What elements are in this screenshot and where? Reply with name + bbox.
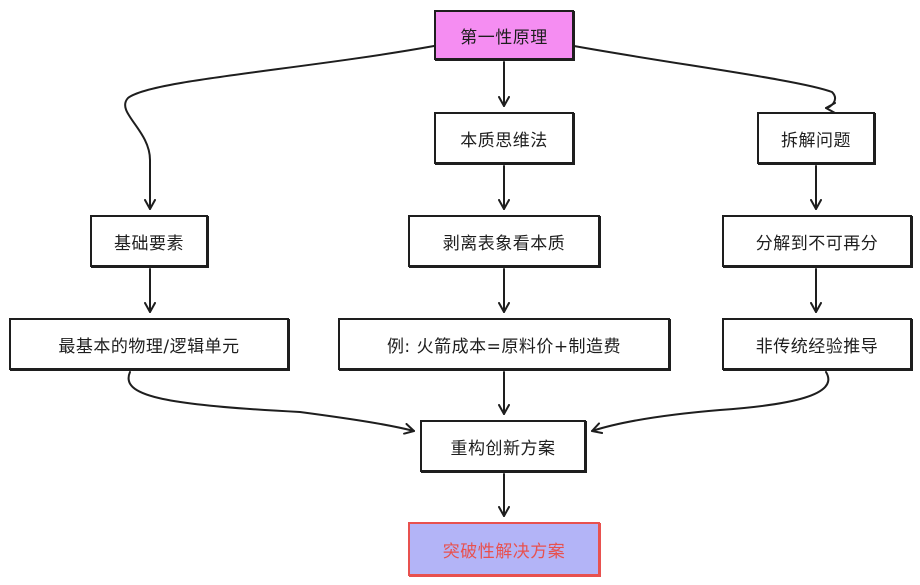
arrow-root-to-decompose-problem <box>573 45 837 114</box>
node-label: 拆解问题 <box>781 130 851 151</box>
node-label: 第一性原理 <box>460 27 548 48</box>
node-first-principles: 第一性原理 <box>434 10 574 60</box>
node-label: 分解到不可再分 <box>755 233 879 254</box>
node-basic-units: 最基本的物理/逻辑单元 <box>9 318 289 370</box>
arrow-root-to-basic-elements <box>124 45 435 210</box>
node-label: 最基本的物理/逻辑单元 <box>58 336 240 357</box>
node-label: 基础要素 <box>114 233 184 254</box>
node-label: 非传统经验推导 <box>755 336 879 357</box>
node-rocket-example: 例: 火箭成本=原料价+制造费 <box>338 318 670 370</box>
node-label: 例: 火箭成本=原料价+制造费 <box>386 336 622 357</box>
node-decompose-problem: 拆解问题 <box>757 112 875 164</box>
arrow-basic-units-to-reconstruct <box>127 371 415 435</box>
node-non-traditional: 非传统经验推导 <box>722 318 912 370</box>
arrow-non-traditional-to-reconstruct <box>591 371 830 435</box>
node-basic-elements: 基础要素 <box>90 215 208 267</box>
node-essence-thinking: 本质思维法 <box>434 112 574 164</box>
node-label: 重构创新方案 <box>450 438 556 459</box>
node-strip-appearance: 剥离表象看本质 <box>408 215 600 267</box>
node-decompose-irreducible: 分解到不可再分 <box>722 215 912 267</box>
node-reconstruct: 重构创新方案 <box>420 420 586 472</box>
node-label: 本质思维法 <box>460 130 548 151</box>
node-label: 突破性解决方案 <box>442 541 566 562</box>
node-breakthrough: 突破性解决方案 <box>408 522 600 576</box>
node-label: 剥离表象看本质 <box>442 233 566 254</box>
